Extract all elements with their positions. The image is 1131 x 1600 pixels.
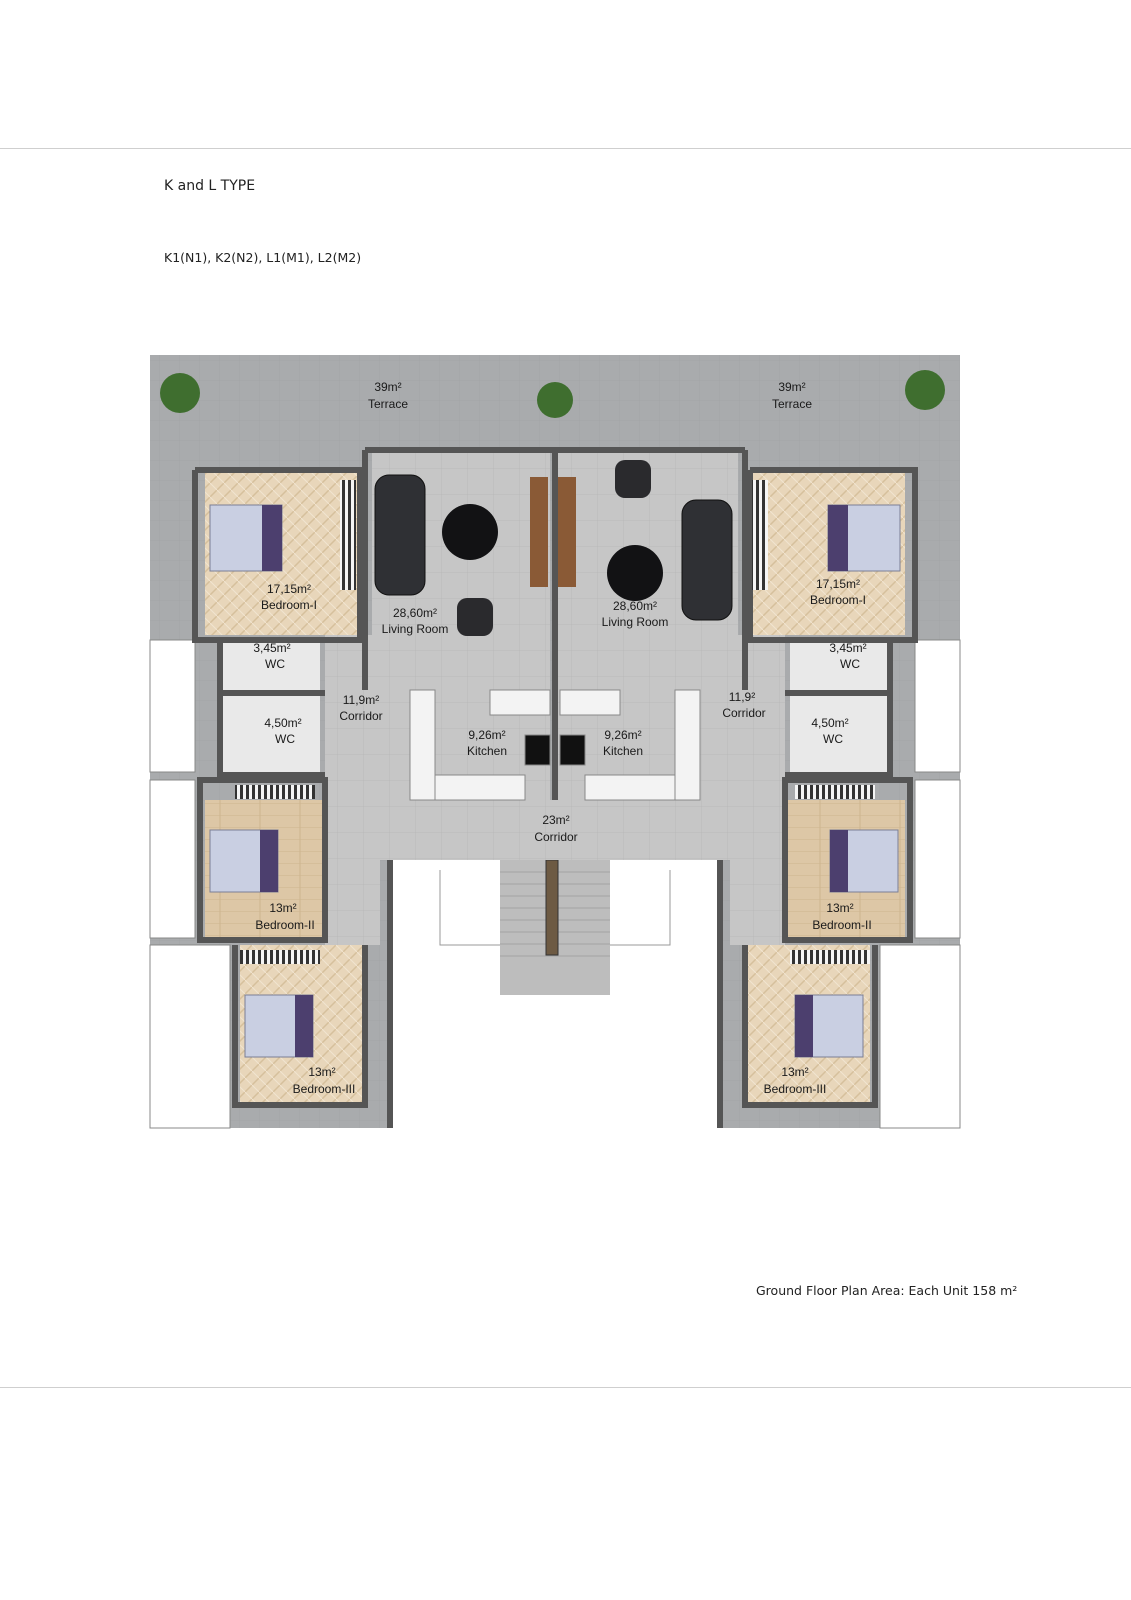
corr-center-name: Corridor: [534, 830, 577, 844]
corr-left-name: Corridor: [339, 709, 382, 723]
kitchen-right: [559, 689, 701, 801]
bed2-left-area: 13m²: [269, 901, 296, 915]
wardrobe-right: [752, 480, 768, 590]
wardrobe-left: [340, 480, 356, 590]
wc1-left-area: 3,45m²: [253, 641, 290, 655]
wardrobe-bed3-right: [790, 950, 870, 964]
wc2-left-floor: [220, 695, 320, 775]
wc1-left-name: WC: [265, 657, 285, 671]
void-left-1: [149, 639, 196, 773]
drawing-sheet: [0, 148, 1131, 1388]
bed1-left-name: Bedroom-I: [261, 598, 317, 612]
corr-center-area: 23m²: [542, 813, 569, 827]
corridor-left-floor: [325, 635, 380, 945]
void-right-1: [914, 639, 961, 773]
terrace-right-name: Terrace: [772, 397, 812, 411]
wardrobe-bed2-right: [795, 785, 875, 799]
area-note: Ground Floor Plan Area: Each Unit 158 m²: [756, 1283, 1018, 1298]
void-left-3: [149, 944, 231, 1129]
living-left-name: Living Room: [382, 622, 449, 636]
wc1-right-area: 3,45m²: [829, 641, 866, 655]
kitchen-left-name: Kitchen: [467, 744, 507, 758]
armchair-icon: [457, 460, 651, 636]
bed3-right-name: Bedroom-III: [764, 1082, 827, 1096]
bed2-right-area: 13m²: [826, 901, 853, 915]
terrace-left-area: 39m²: [374, 380, 401, 394]
bed-icon: [209, 504, 901, 1058]
corridor-right-floor: [730, 635, 785, 945]
void-right-3: [879, 944, 961, 1129]
walls: [192, 447, 918, 1128]
plan-title: K and L TYPE: [164, 178, 256, 194]
bed1-left-area: 17,15m²: [267, 582, 311, 596]
dining-table-icon: [530, 477, 576, 587]
wc2-left-name: WC: [275, 732, 295, 746]
terrace-right-area: 39m²: [778, 380, 805, 394]
wc2-right-area: 4,50m²: [811, 716, 848, 730]
bed2-left-name: Bedroom-II: [255, 918, 314, 932]
corr-right-area: 11,9²: [729, 690, 755, 704]
stair-outline: [439, 870, 671, 946]
kitchen-left-area: 9,26m²: [468, 728, 505, 742]
unit-codes: K1(N1), K2(N2), L1(M1), L2(M2): [164, 250, 362, 265]
kitchen-left: [409, 689, 551, 801]
plant-icon: [160, 370, 945, 418]
bed3-left-area: 13m²: [308, 1065, 335, 1079]
corr-right-name: Corridor: [722, 706, 765, 720]
living-right-name: Living Room: [602, 615, 669, 629]
void-right-2: [914, 779, 961, 939]
sofa-icon: [374, 474, 733, 621]
stair-rail: [545, 859, 559, 956]
living-left-area: 28,60m²: [393, 606, 437, 620]
wc2-left-area: 4,50m²: [264, 716, 301, 730]
wc2-right-name: WC: [823, 732, 843, 746]
bed1-right-name: Bedroom-I: [810, 593, 866, 607]
kitchen-right-name: Kitchen: [603, 744, 643, 758]
corr-left-area: 11,9m²: [343, 693, 379, 707]
corridor-center: [375, 800, 735, 860]
kitchen-right-area: 9,26m²: [604, 728, 641, 742]
void-left-2: [149, 779, 196, 939]
wc2-right-floor: [790, 695, 890, 775]
bed2-right-name: Bedroom-II: [812, 918, 871, 932]
bed3-left-name: Bedroom-III: [293, 1082, 356, 1096]
wc1-right-floor: [790, 640, 890, 690]
wc1-left-floor: [220, 640, 320, 690]
terrace-left-name: Terrace: [368, 397, 408, 411]
wc1-right-name: WC: [840, 657, 860, 671]
coffee-table-icon: [442, 504, 663, 601]
bed1-right-area: 17,15m²: [816, 577, 860, 591]
wardrobe-bed3-left: [240, 950, 320, 964]
living-right-area: 28,60m²: [613, 599, 657, 613]
bed3-right-area: 13m²: [781, 1065, 808, 1079]
wardrobe-bed2-left: [235, 785, 315, 799]
